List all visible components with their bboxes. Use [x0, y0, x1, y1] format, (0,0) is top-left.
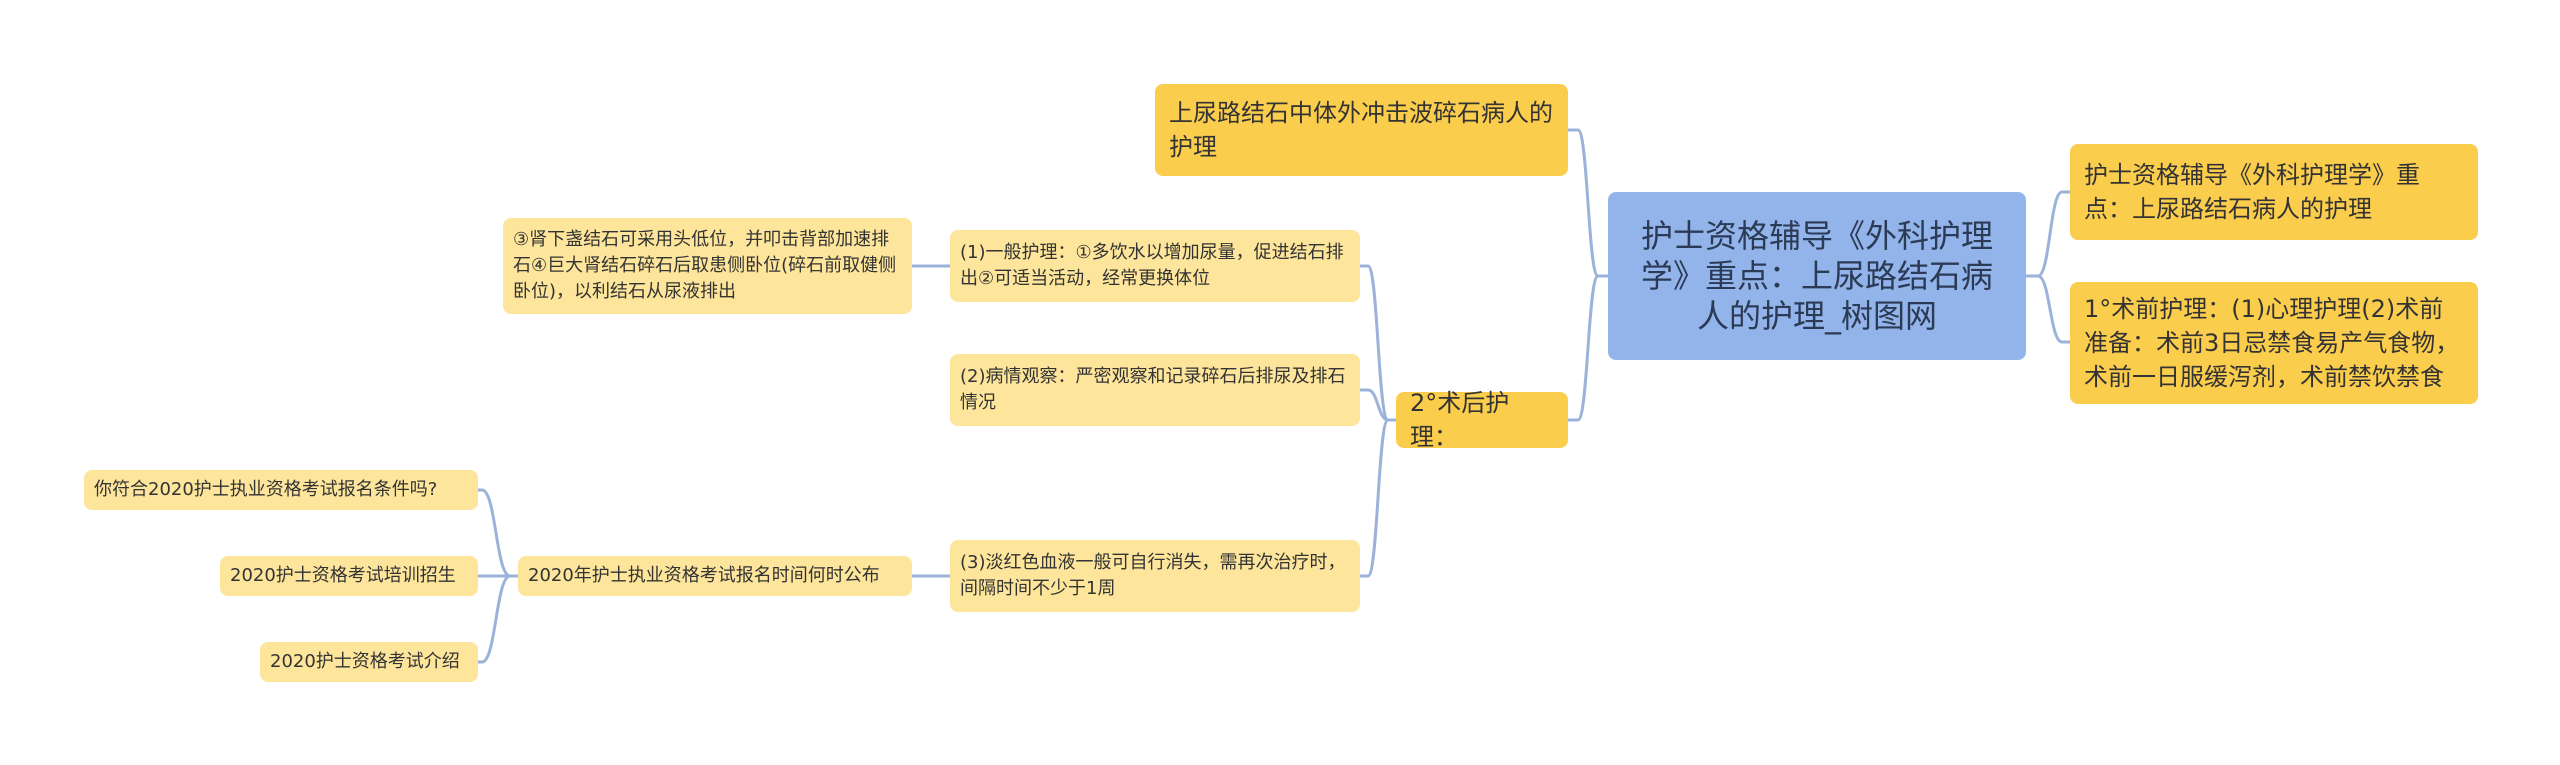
link-postop-general	[1360, 264, 1396, 422]
link-postop-hematuria	[1360, 418, 1396, 578]
node-general-nursing[interactable]: (1)一般护理：①多饮水以增加尿量，促进结石排出②可适当活动，经常更换体位	[950, 230, 1360, 302]
link-root-postop	[1568, 274, 1608, 422]
link-root-right-title	[2026, 190, 2070, 278]
node-exam-registration-time[interactable]: 2020年护士执业资格考试报名时间何时公布	[518, 556, 912, 596]
link-exam-introduction[interactable]: 2020护士资格考试介绍	[260, 642, 478, 682]
root-topic[interactable]: 护士资格辅导《外科护理学》重点：上尿路结石病人的护理_树图网	[1608, 192, 2026, 360]
link-root-topleft	[1568, 128, 1608, 278]
node-position-drainage[interactable]: ③肾下盏结石可采用头低位，并叩击背部加速排石④巨大肾结石碎石后取患侧卧位(碎石前…	[503, 218, 912, 314]
topic-postop-nursing[interactable]: 2°术后护理：	[1396, 389, 1568, 451]
node-condition-observation[interactable]: (2)病情观察：严密观察和记录碎石后排尿及排石情况	[950, 354, 1360, 426]
node-hematuria[interactable]: (3)淡红色血液一般可自行消失，需再次治疗时，间隔时间不少于1周	[950, 540, 1360, 612]
link-examtime-1	[478, 488, 518, 578]
node-preop-nursing[interactable]: 1°术前护理：(1)心理护理(2)术前准备：术前3日忌禁食易产气食物，术前一日服…	[2070, 282, 2478, 404]
link-root-right-preop	[2026, 274, 2070, 344]
link-postop-observe	[1360, 388, 1396, 422]
link-exam-training[interactable]: 2020护士资格考试培训招生	[220, 556, 478, 596]
link-exam-eligibility[interactable]: 你符合2020护士执业资格考试报名条件吗?	[84, 470, 478, 510]
node-right-title[interactable]: 护士资格辅导《外科护理学》重点：上尿路结石病人的护理	[2070, 144, 2478, 240]
link-examtime-3	[478, 574, 518, 664]
topic-eswl-nursing[interactable]: 上尿路结石中体外冲击波碎石病人的护理	[1155, 84, 1568, 176]
